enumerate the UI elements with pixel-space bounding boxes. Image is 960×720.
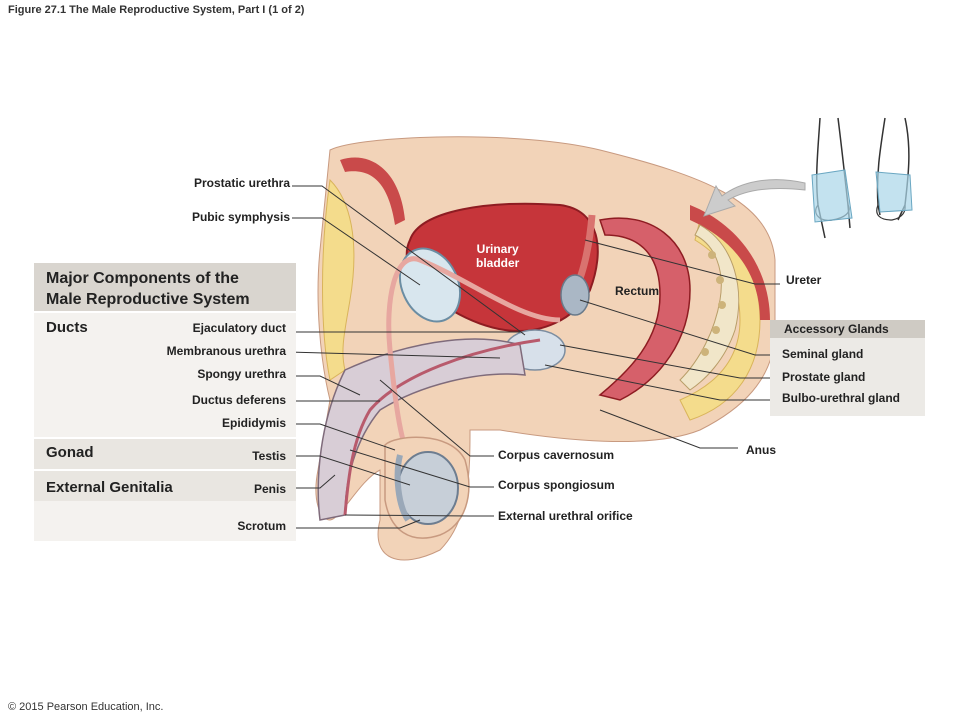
figure-title: Figure 27.1 The Male Reproductive System…: [8, 4, 305, 16]
accessory-glands-box: Accessory Glands: [770, 320, 925, 416]
panel-row-gonad: Gonad: [34, 439, 296, 469]
urethra-line: [343, 338, 541, 516]
rectum: [598, 217, 691, 401]
label-pubic-symphysis: Pubic symphysis: [191, 210, 290, 224]
label-corpus-spongiosum: Corpus spongiosum: [498, 478, 615, 492]
penis-shape: [317, 338, 526, 521]
label-prostatic-urethra: Prostatic urethra: [193, 176, 290, 190]
panel-header: Major Components of the Male Reproductiv…: [34, 260, 296, 311]
label-ductus-deferens: Ductus deferens: [191, 393, 286, 407]
label-external-urethral-orifice: External urethral orifice: [498, 509, 633, 523]
panel-title: Major Components of the Male Reproductiv…: [46, 270, 250, 308]
ductus-deferens-vessel: [386, 256, 561, 462]
muscle-back: [690, 205, 770, 320]
label-anus: Anus: [746, 443, 776, 457]
label-seminal-gland: Seminal gland: [782, 347, 864, 361]
panel-band: [34, 471, 296, 501]
accessory-glands-title: Accessory Glands: [784, 322, 889, 336]
label-spongy-urethra: Spongy urethra: [197, 367, 286, 381]
muscle-wall: [340, 157, 405, 225]
panel-row-external-genitalia: External Genitalia: [34, 471, 296, 541]
category-ducts: Ducts: [46, 319, 88, 336]
copyright-notice: © 2015 Pearson Education, Inc.: [8, 701, 164, 713]
label-corpus-cavernosum: Corpus cavernosum: [498, 448, 615, 462]
label-rectum: Rectum: [615, 284, 660, 298]
label-membranous-urethra: Membranous urethra: [166, 344, 286, 358]
label-urinary-bladder: Urinary bladder: [476, 242, 520, 270]
label-penis: Penis: [253, 482, 286, 496]
pointer-arrow: [703, 179, 806, 217]
seminal-gland-shape: [560, 274, 590, 316]
category-gonad: Gonad: [46, 444, 94, 461]
inset-figure: [811, 117, 913, 239]
label-bulbo-urethral-gland: Bulbo-urethral gland: [782, 391, 900, 405]
label-ureter: Ureter: [786, 273, 822, 287]
label-epididymis: Epididymis: [221, 416, 286, 430]
category-external-genitalia: External Genitalia: [46, 479, 173, 496]
label-prostate-gland: Prostate gland: [782, 370, 866, 384]
label-ejaculatory-duct: Ejaculatory duct: [192, 321, 286, 335]
panel-row-ducts: Ducts: [34, 313, 296, 437]
label-testis: Testis: [252, 449, 286, 463]
accessory-glands-header: Accessory Glands: [770, 320, 925, 338]
label-scrotum: Scrotum: [237, 519, 286, 533]
pubic-symphysis: [398, 247, 462, 323]
